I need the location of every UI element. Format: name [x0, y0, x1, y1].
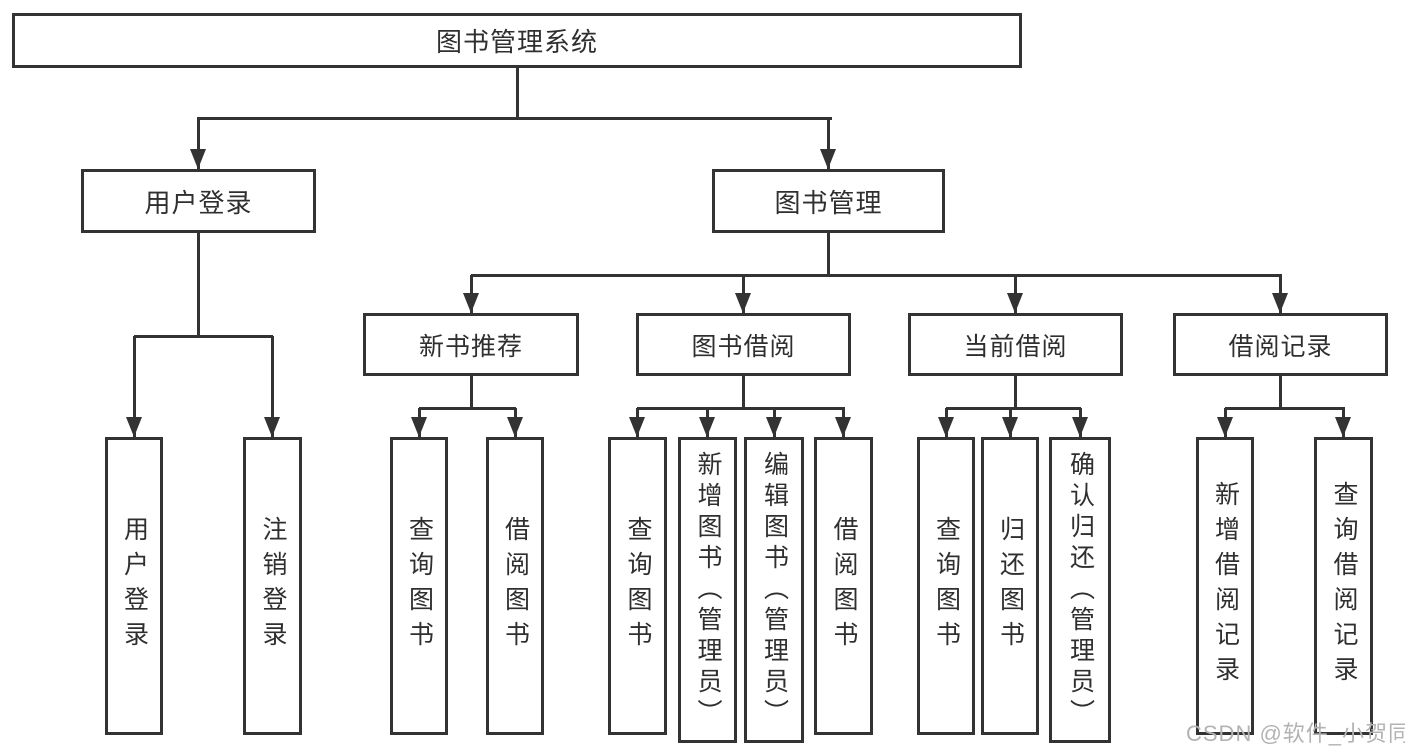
arrowhead-down-icon — [264, 417, 280, 437]
leaf-edit-book-admin: 编辑图书（管理员） — [744, 437, 804, 743]
connector-line-horizontal — [471, 273, 1282, 277]
node-current-borrowing: 当前借阅 — [908, 313, 1123, 376]
connector-line-horizontal — [197, 116, 832, 120]
arrowhead-down-icon — [1272, 293, 1288, 313]
arrowhead-down-icon — [766, 417, 782, 437]
leaf-logout-login: 注销登录 — [243, 437, 302, 735]
leaf-label: 新增图书（管理员） — [694, 450, 722, 730]
arrowhead-down-icon — [126, 417, 142, 437]
node-label: 图书管理系统 — [435, 27, 598, 57]
arrowhead-down-icon — [190, 149, 206, 169]
leaf-user-login: 用户登录 — [105, 437, 163, 735]
leaf-query-books-2: 查询图书 — [608, 437, 667, 735]
leaf-label: 查询图书 — [624, 516, 652, 656]
connector-line-vertical — [132, 336, 136, 437]
connector-line-horizontal — [637, 406, 845, 410]
arrowhead-down-icon — [1007, 293, 1023, 313]
watermark: CSDN @软件_小贺同学 — [1186, 721, 1405, 746]
connector-line-horizontal — [946, 406, 1081, 410]
leaf-label: 归还图书 — [996, 516, 1025, 656]
arrowhead-down-icon — [1002, 417, 1018, 437]
connector-line-vertical — [1278, 375, 1282, 408]
arrowhead-down-icon — [1335, 417, 1351, 437]
arrowhead-down-icon — [735, 293, 751, 313]
leaf-label: 注销登录 — [259, 516, 287, 656]
leaf-label: 确认归还（管理员） — [1066, 450, 1095, 730]
leaf-add-borrow-record: 新增借阅记录 — [1196, 437, 1254, 735]
leaf-borrow-books-1: 借阅图书 — [486, 437, 544, 735]
arrowhead-down-icon — [411, 417, 427, 437]
leaf-query-books-3: 查询图书 — [917, 437, 975, 735]
leaf-label: 借阅图书 — [830, 516, 858, 656]
node-borrowing-records: 借阅记录 — [1173, 313, 1388, 376]
connector-line-vertical — [196, 233, 200, 336]
node-label: 图书借阅 — [691, 332, 796, 361]
node-book-borrowing: 图书借阅 — [636, 313, 851, 376]
leaf-label: 借阅图书 — [501, 516, 530, 656]
leaf-label: 查询图书 — [932, 516, 961, 656]
connector-line-vertical — [1013, 375, 1017, 408]
connector-line-vertical — [741, 375, 745, 408]
leaf-add-book-admin: 新增图书（管理员） — [678, 437, 737, 743]
node-label: 当前借阅 — [963, 332, 1068, 361]
arrowhead-down-icon — [820, 149, 836, 169]
connector-line-horizontal — [419, 406, 516, 410]
leaf-borrow-books-2: 借阅图书 — [814, 437, 873, 735]
connector-line-vertical — [826, 233, 830, 275]
leaf-confirm-return-admin: 确认归还（管理员） — [1049, 437, 1111, 743]
leaf-label: 查询图书 — [405, 516, 434, 656]
arrowhead-down-icon — [1217, 417, 1233, 437]
connector-line-vertical — [469, 375, 473, 408]
node-label: 新书推荐 — [418, 332, 523, 361]
node-label: 用户登录 — [144, 187, 253, 218]
node-library-management-system: 图书管理系统 — [12, 13, 1022, 68]
connector-line-vertical — [270, 336, 274, 437]
node-label: 图书管理 — [774, 187, 883, 218]
leaf-label: 新增借阅记录 — [1211, 481, 1240, 691]
node-user-login: 用户登录 — [81, 169, 316, 233]
leaf-label: 编辑图书（管理员） — [760, 450, 789, 730]
arrowhead-down-icon — [463, 293, 479, 313]
leaf-return-books: 归还图书 — [981, 437, 1039, 735]
leaf-label: 用户登录 — [120, 516, 149, 656]
arrowhead-down-icon — [507, 417, 523, 437]
arrowhead-down-icon — [1072, 417, 1088, 437]
arrowhead-down-icon — [938, 417, 954, 437]
arrowhead-down-icon — [835, 417, 851, 437]
connector-line-horizontal — [1225, 406, 1345, 410]
connector-line-vertical — [196, 118, 200, 169]
arrowhead-down-icon — [629, 417, 645, 437]
node-new-book-recommendation: 新书推荐 — [363, 313, 579, 376]
connector-line-horizontal — [134, 334, 273, 338]
node-book-management: 图书管理 — [712, 169, 945, 233]
arrowhead-down-icon — [699, 417, 715, 437]
leaf-query-books-1: 查询图书 — [390, 437, 448, 735]
leaf-label: 查询借阅记录 — [1330, 481, 1358, 691]
node-label: 借阅记录 — [1228, 332, 1333, 361]
connector-line-vertical — [515, 68, 519, 118]
connector-line-vertical — [826, 118, 830, 169]
leaf-query-borrow-record: 查询借阅记录 — [1314, 437, 1373, 735]
